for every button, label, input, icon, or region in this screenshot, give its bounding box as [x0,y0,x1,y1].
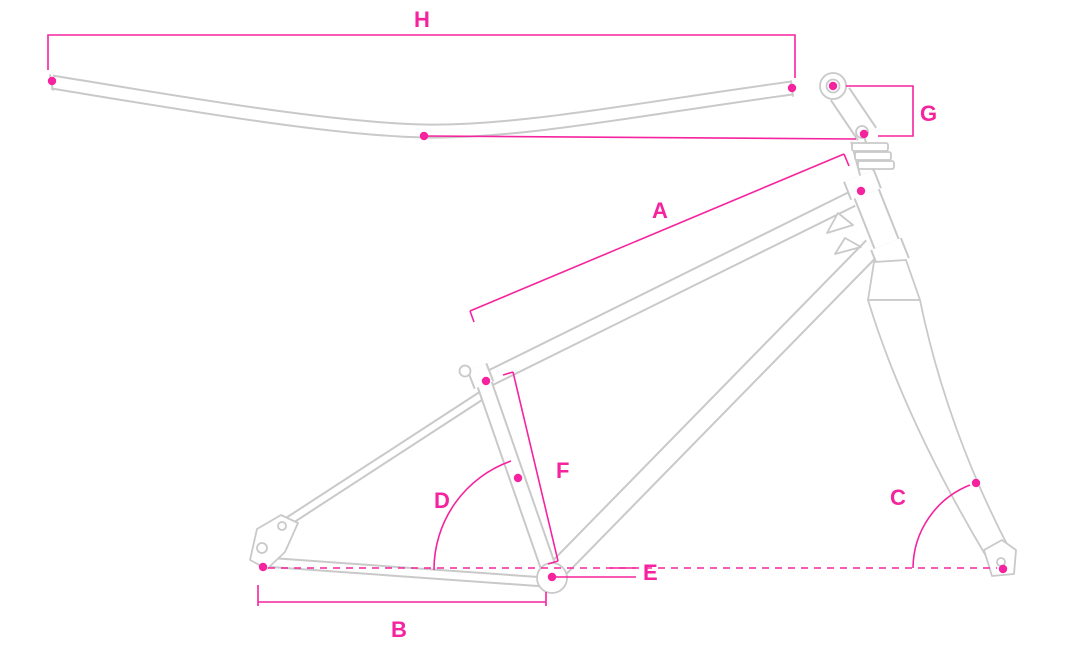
dimension-G: G [828,81,937,139]
rear-axle-dot [258,562,268,572]
dimension-A-tick-right [843,153,850,167]
fork-assembly [843,137,1017,577]
down-tube-fill [549,241,880,577]
label-D: D [434,488,450,513]
label-C: C [890,485,906,510]
dimension-D-arc [433,460,512,571]
dimension-A-line [469,153,845,312]
handlebar-fill [51,76,793,137]
dimension-D: D [433,460,512,571]
headset-spacer-2 [854,151,892,161]
bar-right-end-dot [787,83,797,93]
bike-artwork [49,72,1017,594]
dimension-F-tick-bottom [547,560,559,565]
seat-tube-top-dot [481,376,491,386]
main-frame [458,191,881,594]
headset-spacer-1 [851,142,889,152]
rear-triangle [249,385,546,588]
seat-clamp-ear [458,364,472,378]
seatstay-fill [282,387,492,527]
dimension-A-tick-left [469,310,475,323]
dimension-A: A [469,153,866,386]
dimension-F-tick-top [502,371,514,376]
seatstay-bolt [277,521,287,531]
dimension-B: B [257,562,547,642]
bar-clamp-dot [828,81,838,91]
dimension-C-arc [912,484,971,569]
front-axle-dot [998,564,1008,574]
head-gusset-upper [826,212,854,234]
chainstay-fill [263,558,546,586]
seat-tube-mid-dot [513,473,523,483]
front-axle-hole [996,557,1006,567]
dimension-H-lines [47,34,796,78]
fork-crown [867,259,921,301]
dimension-H: H [47,7,797,93]
dimension-annotations: H G A F [47,7,1008,642]
fork-leg-dot [971,478,981,488]
dimension-G-lines [846,85,914,137]
steerer-top-dot [859,129,869,139]
head-tube-top-dot [856,186,866,196]
bar-center-reference-line [423,135,857,140]
dimension-B-lines [257,585,547,606]
head-gusset-lower [834,237,862,255]
label-G: G [920,101,937,126]
label-E: E [643,560,658,585]
dimension-E: E [547,560,658,585]
headset-spacer-3 [857,160,895,170]
label-A: A [652,198,668,223]
label-B: B [391,617,407,642]
top-tube-fill [483,193,855,386]
dimension-C: C [890,478,1008,574]
fork-blade [867,299,1011,557]
rear-dropout-bolt [256,542,268,554]
bar-center-dot [419,131,429,141]
dimension-F-line [512,371,559,562]
label-H: H [414,7,430,32]
bar-left-end-dot [47,76,57,86]
bottom-bracket-dot [547,572,557,582]
dimension-F: F [502,371,569,565]
handlebar [49,74,794,139]
handlebar-center-reference [419,131,857,141]
label-F: F [556,458,569,483]
